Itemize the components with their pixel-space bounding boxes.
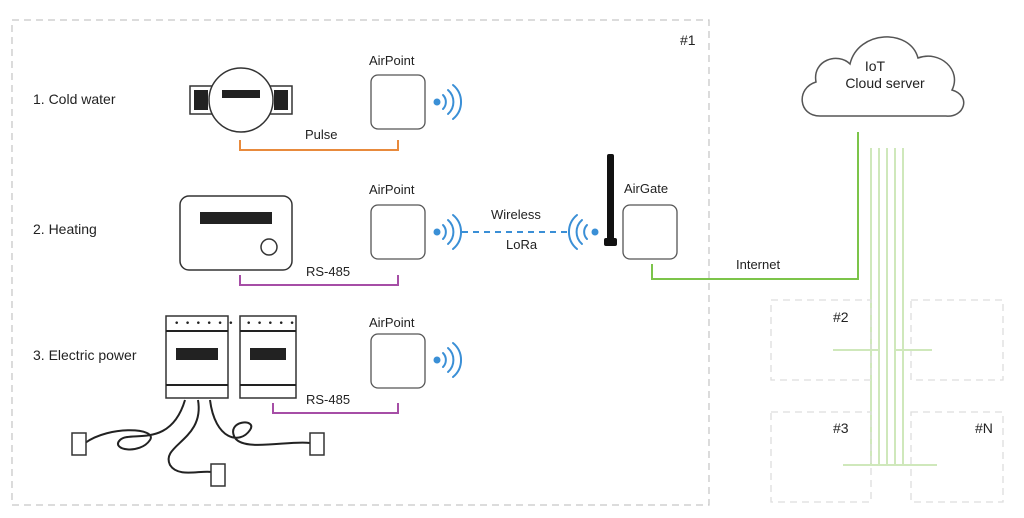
wireless-signal-icon xyxy=(567,214,599,250)
current-clamp-icon xyxy=(209,399,325,456)
cloud-line-1: IoT xyxy=(865,58,886,74)
current-clamp-icon xyxy=(71,399,186,456)
electric-meter-icon: • • • • • xyxy=(239,315,297,399)
water-meter-icon xyxy=(189,67,293,133)
airpoint-2-label: AirPoint xyxy=(369,182,415,197)
group-1-label: #1 xyxy=(680,32,696,48)
electric-meter-icon: • • • • • • xyxy=(165,315,234,399)
airpoint-3-label: AirPoint xyxy=(369,315,415,330)
meter-2-label: 2. Heating xyxy=(33,221,97,237)
group-2-boundary xyxy=(770,299,872,381)
airpoint-1-label: AirPoint xyxy=(369,53,415,68)
lora-label: LoRa xyxy=(506,237,538,252)
svg-text:• • • • •: • • • • • xyxy=(246,319,295,329)
internet-connection-line xyxy=(651,132,859,280)
rs485-connection-line-1 xyxy=(239,275,399,286)
cloud-server-icon xyxy=(801,36,965,117)
pulse-connection-line xyxy=(239,140,399,151)
wireless-signal-icon xyxy=(433,84,463,120)
group-3-boundary xyxy=(770,411,872,503)
svg-text:• • • • • •: • • • • • • xyxy=(174,319,234,329)
cloud-line-2: Cloud server xyxy=(845,75,925,91)
group-2b-boundary xyxy=(910,299,1004,381)
airgate-label: AirGate xyxy=(624,181,668,196)
wireless-label: Wireless xyxy=(491,207,541,222)
pulse-label: Pulse xyxy=(305,127,338,142)
group-n-label: #N xyxy=(975,420,993,436)
meter-3-label: 3. Electric power xyxy=(33,347,137,363)
internet-label: Internet xyxy=(736,257,780,272)
bus-lines xyxy=(870,148,904,465)
wireless-signal-icon xyxy=(433,214,463,250)
group-3-label: #3 xyxy=(833,420,849,436)
meter-1-label: 1. Cold water xyxy=(33,91,116,107)
airpoint-3-box xyxy=(370,333,426,389)
airpoint-1-box xyxy=(370,74,426,130)
rs485-label-1: RS-485 xyxy=(306,264,350,279)
wireless-signal-icon xyxy=(433,342,463,378)
airpoint-2-box xyxy=(370,204,426,260)
heat-meter-icon xyxy=(179,195,293,271)
rs485-connection-line-2 xyxy=(272,403,399,414)
group-n-boundary xyxy=(910,411,1004,503)
current-clamp-icon xyxy=(167,399,226,487)
antenna-icon xyxy=(604,154,617,246)
airgate-box xyxy=(622,204,678,260)
rs485-label-2: RS-485 xyxy=(306,392,350,407)
group-1-boundary xyxy=(11,19,710,506)
group-2-label: #2 xyxy=(833,309,849,325)
